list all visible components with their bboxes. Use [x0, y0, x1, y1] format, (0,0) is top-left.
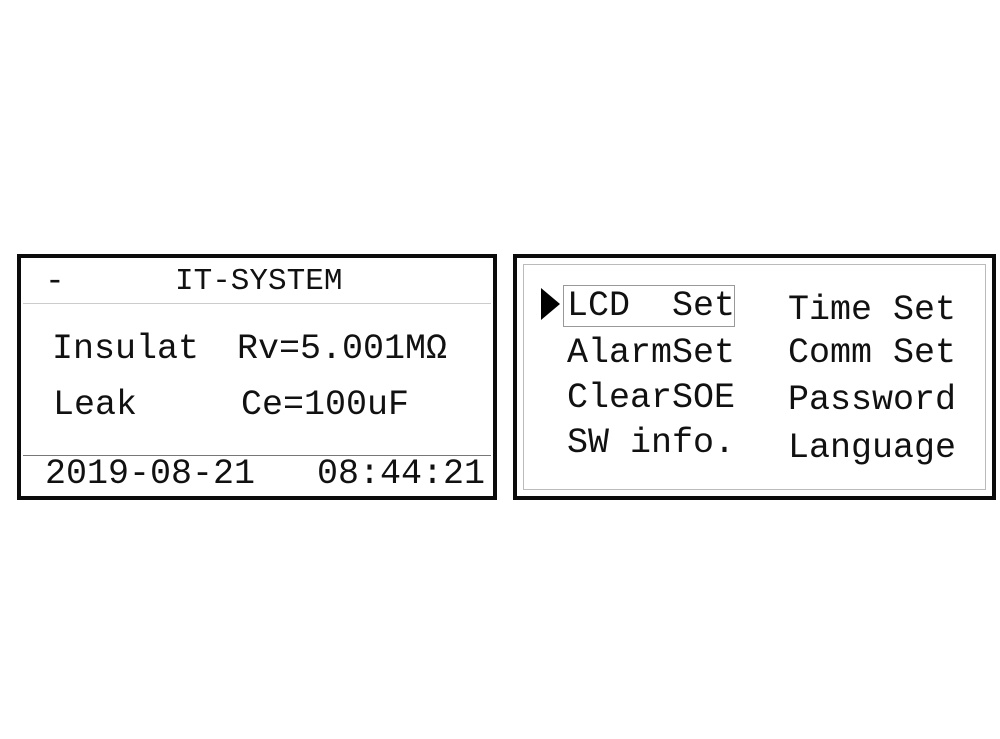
leak-label: Leak [53, 385, 138, 425]
title-divider [23, 303, 491, 304]
screen-title: IT-SYSTEM [175, 264, 343, 299]
insulation-value: Rv=5.001MΩ [237, 329, 448, 369]
menu-item-clear-soe[interactable]: ClearSOE [567, 378, 736, 418]
menu-item-time-set[interactable]: Time Set [788, 290, 957, 330]
selection-arrow-icon [541, 288, 560, 320]
menu-item-language[interactable]: Language [788, 428, 957, 468]
menu-item-alarm-set[interactable]: AlarmSet [567, 333, 736, 373]
menu-item-password[interactable]: Password [788, 380, 957, 420]
settings-menu-screen: LCD Set Time Set AlarmSet Comm Set Clear… [513, 254, 996, 500]
date-readout: 2019-08-21 [45, 454, 256, 494]
menu-item-lcd-set[interactable]: LCD Set [567, 286, 736, 326]
selection-box [563, 285, 735, 327]
menu-item-comm-set[interactable]: Comm Set [788, 333, 957, 373]
time-readout: 08:44:21 [317, 454, 486, 494]
footer-divider [23, 455, 491, 456]
status-indicator: - [45, 263, 65, 300]
menu-frame [523, 264, 986, 490]
insulation-label: Insulat [52, 329, 200, 369]
status-screen: - IT-SYSTEM Insulat Rv=5.001MΩ Leak Ce=1… [17, 254, 497, 500]
leak-value: Ce=100uF [241, 385, 410, 425]
menu-item-sw-info[interactable]: SW info. [567, 423, 736, 463]
